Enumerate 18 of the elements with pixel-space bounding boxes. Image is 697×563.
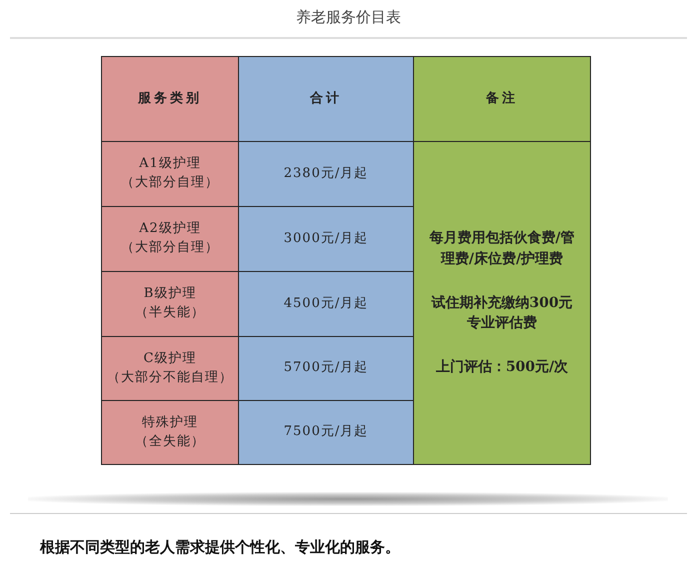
note-text: 上门评估：500元/次 xyxy=(434,358,570,378)
header-cell: 服务类别 xyxy=(101,56,239,142)
table-cell: 3000元/月起 xyxy=(238,206,414,272)
title: 养老服务价目表 xyxy=(295,8,402,27)
table-cell: 4500元/月起 xyxy=(238,271,414,337)
caption: 根据不同类型的老人需求提供个性化、专业化的服务。 xyxy=(40,538,400,557)
header-cell: 合计 xyxy=(238,56,414,142)
table-cell: C级护理（大部分不能自理） xyxy=(101,336,239,401)
table-cell: A2级护理（大部分自理） xyxy=(101,206,239,272)
table-cell: 特殊护理（全失能） xyxy=(101,400,239,465)
table-cell: A1级护理（大部分自理） xyxy=(101,141,239,207)
note-text: 试住期补充缴纳300元专业评估费 xyxy=(430,294,574,334)
table-cell: 5700元/月起 xyxy=(238,336,414,401)
table-cell: B级护理（半失能） xyxy=(101,271,239,337)
note-text: 每月费用包括伙食费/管理费/床位费/护理费 xyxy=(428,229,576,269)
table-cell: 2380元/月起 xyxy=(238,141,414,207)
header-cell: 备注 xyxy=(413,56,591,142)
table-cell: 7500元/月起 xyxy=(238,400,414,465)
